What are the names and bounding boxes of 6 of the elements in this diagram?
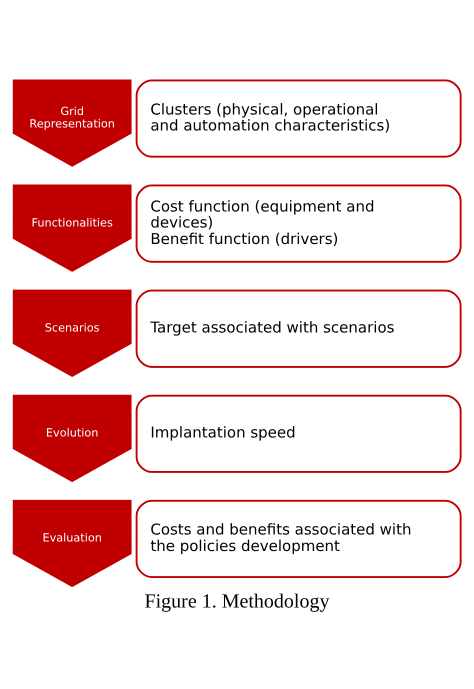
node-box: Clusters (physical, operational and automation characteristics) <box>136 78 462 158</box>
node-box: Implantation speed <box>136 394 462 472</box>
node-box: Cost function (equipment and devices) Benefit function (drivers) <box>136 184 462 262</box>
caption: Figure 1. Methodology <box>144 590 330 612</box>
node-box: Target associated with scenarios <box>136 289 462 368</box>
node-box: Costs and benefits associated with the policies development <box>136 499 462 578</box>
